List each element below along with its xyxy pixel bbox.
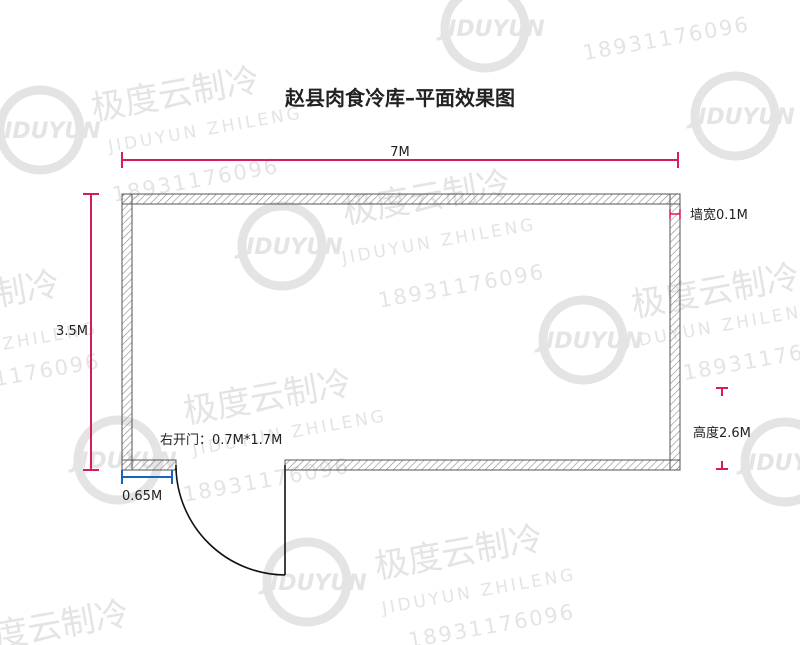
diagram-title: 赵县肉食冷库–平面效果图 xyxy=(284,86,515,110)
svg-text:JIDUYUN: JIDUYUN xyxy=(436,17,545,42)
watermark-logo: JIDUYUN xyxy=(0,85,101,175)
watermark-phone: 18931176096 xyxy=(0,349,102,402)
door-offset-dimension xyxy=(121,470,173,484)
watermark-logo: JIDUYUN xyxy=(736,417,800,507)
watermark-brand: 极度云制冷 xyxy=(0,264,63,333)
door-label: 右开门：0.7M*1.7M xyxy=(160,433,282,448)
door-offset-label: 0.65M xyxy=(122,489,162,504)
cold-room-walls xyxy=(121,193,681,471)
svg-text:JIDUYUN: JIDUYUN xyxy=(0,119,101,144)
svg-text:JIDUYUN: JIDUYUN xyxy=(736,451,800,476)
watermark-logo: JIDUYUN xyxy=(686,71,795,161)
height-label: 3.5M xyxy=(56,324,88,339)
watermark-logo: JIDUYUN xyxy=(436,0,545,73)
door xyxy=(175,465,286,576)
height-dimension xyxy=(83,193,99,471)
watermark-logo: JIDUYUN xyxy=(258,537,367,627)
wall-thickness-label: 墙宽0.1M xyxy=(690,207,748,223)
ceiling-height-marker xyxy=(716,387,728,470)
svg-text:JIDUYUN: JIDUYUN xyxy=(234,235,343,260)
watermark-brand: 极度云制冷 xyxy=(0,594,132,645)
ceiling-height-label: 高度2.6M xyxy=(693,425,751,441)
watermark-phone: 18931176096 xyxy=(581,12,752,65)
width-label: 7M xyxy=(390,145,410,160)
watermark-phone: 18931176096 xyxy=(376,260,547,313)
watermark-logo: JIDUYUN xyxy=(534,295,643,385)
wall-thickness-marker xyxy=(669,209,681,219)
svg-text:JIDUYUN: JIDUYUN xyxy=(686,105,795,130)
width-dimension xyxy=(121,152,679,168)
watermark-logo: JIDUYUN xyxy=(234,201,343,291)
svg-text:JIDUYUN: JIDUYUN xyxy=(534,329,643,354)
